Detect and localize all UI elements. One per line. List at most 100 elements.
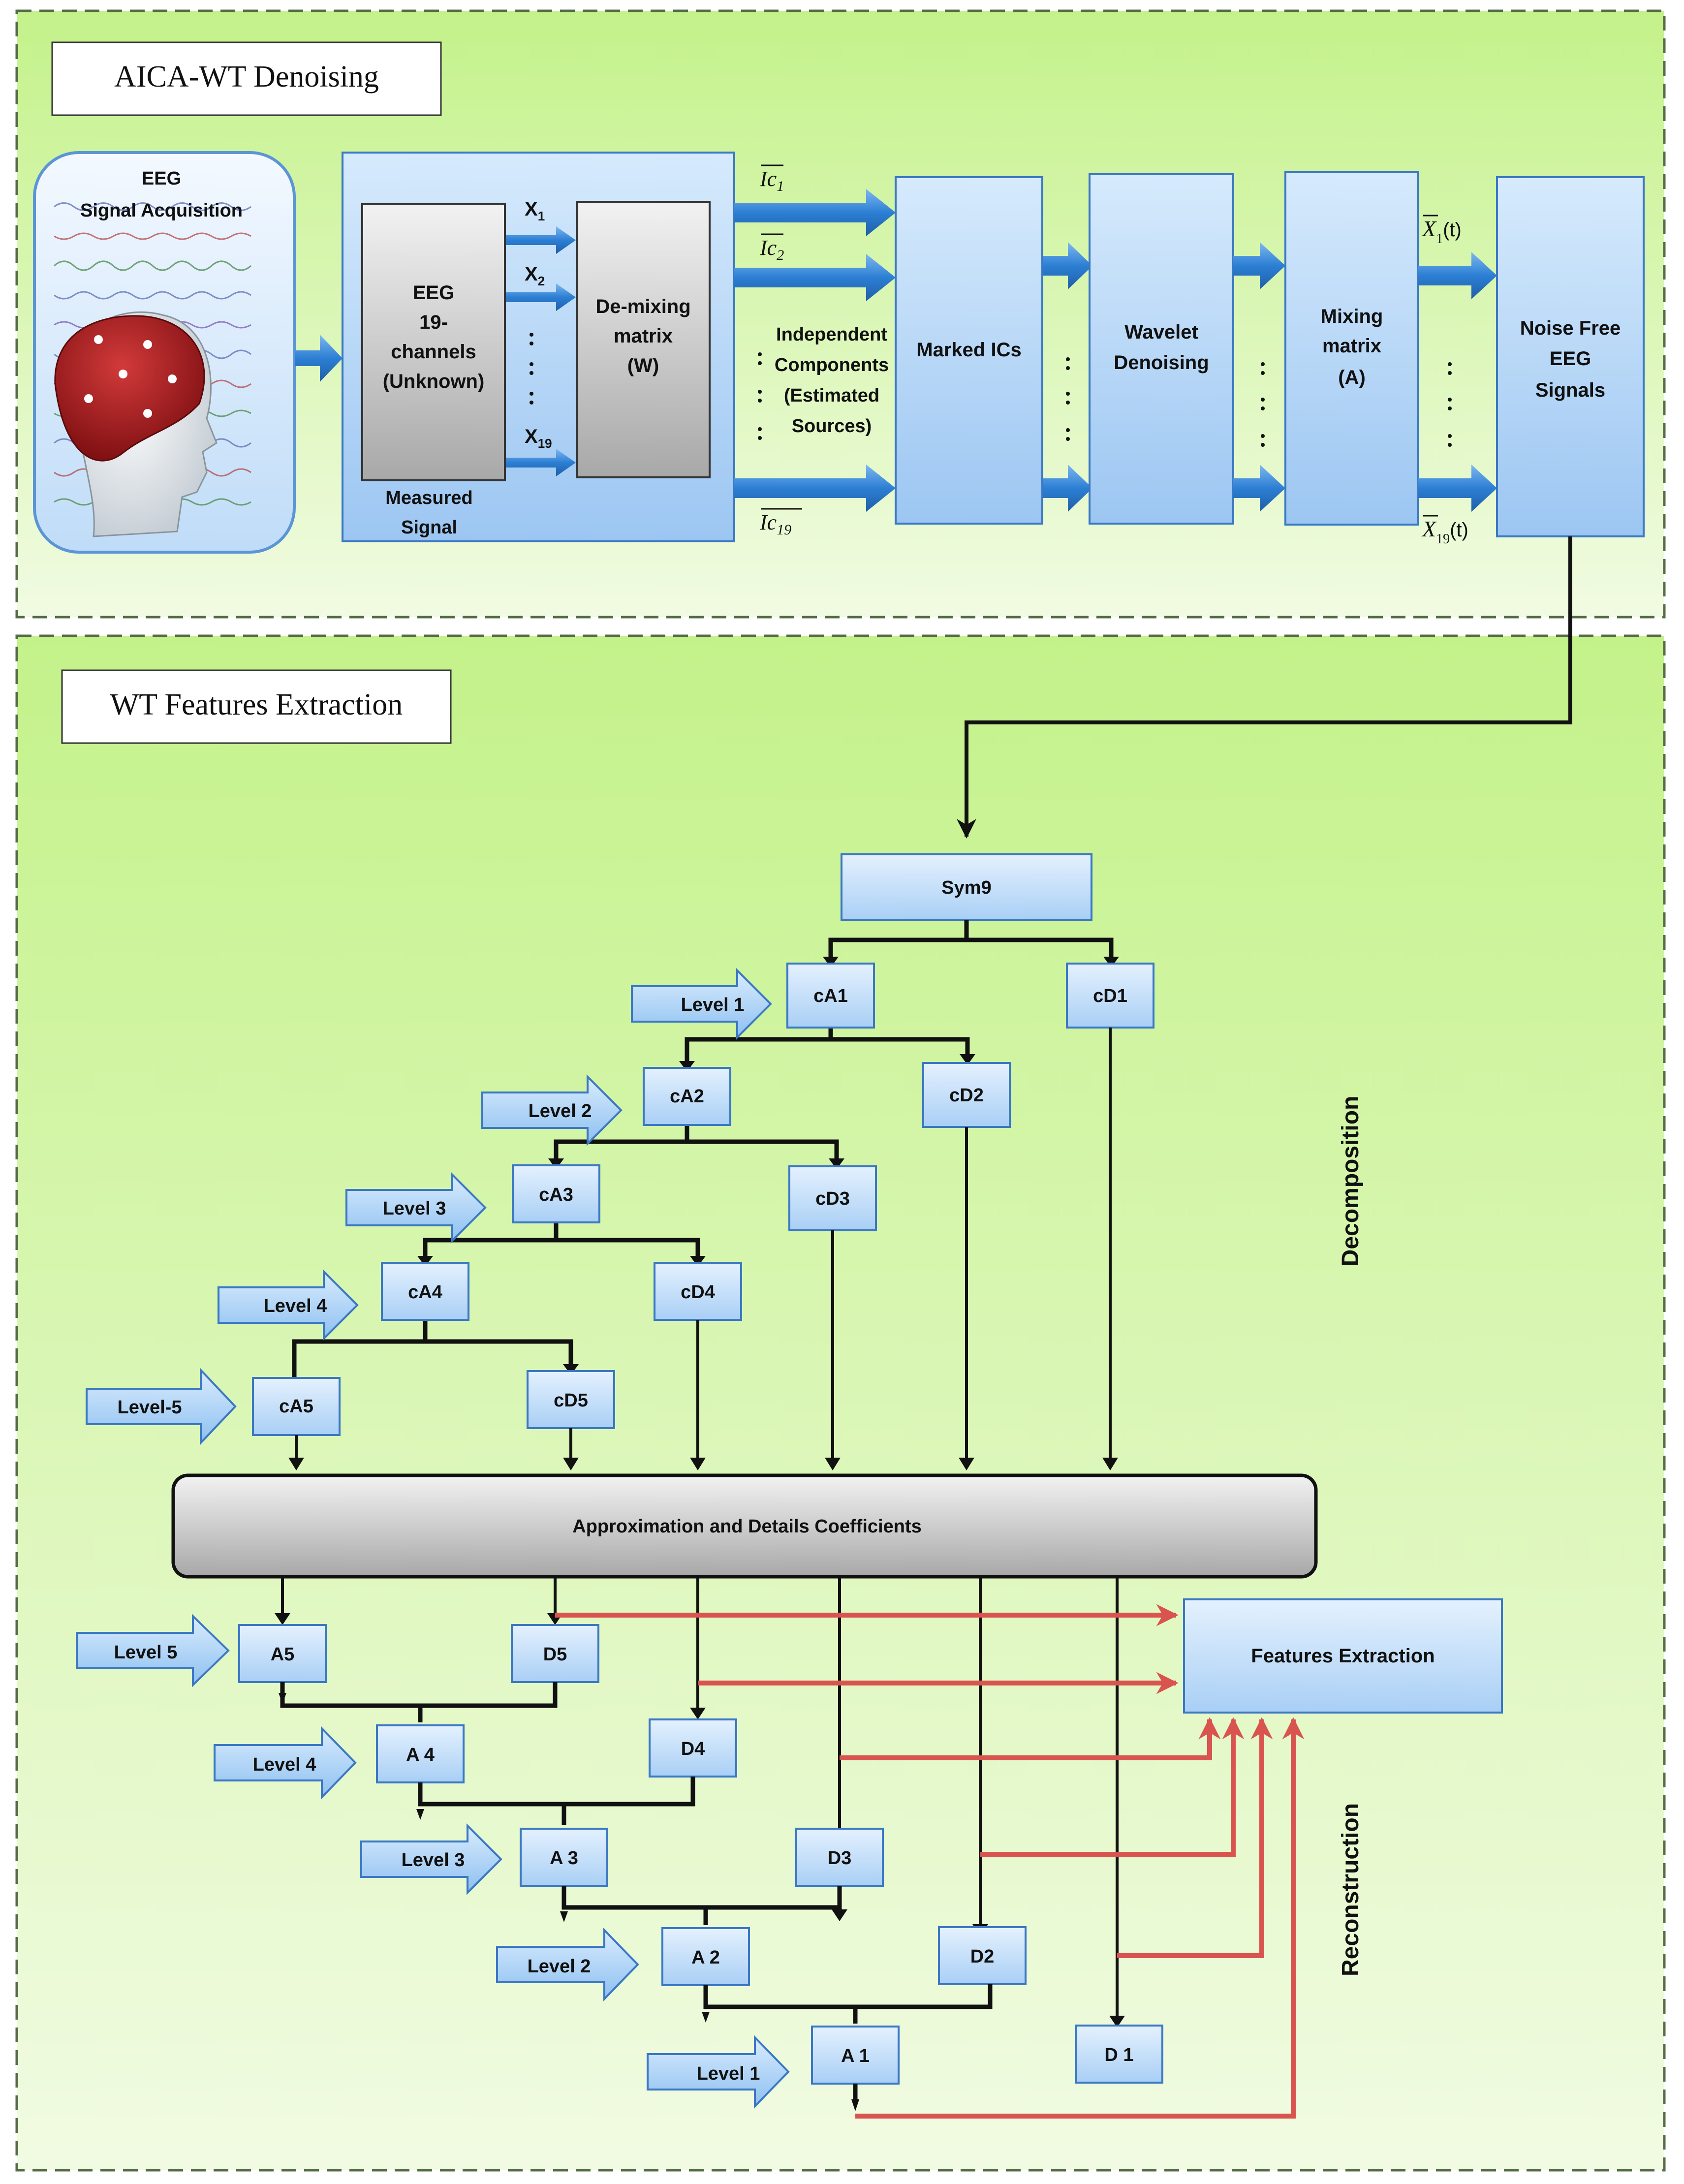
d5-box bbox=[511, 1624, 599, 1683]
output-x19-label: X19(t) bbox=[1421, 516, 1468, 547]
noise-free-line3: Signals bbox=[1535, 379, 1605, 401]
denoising-title: AICA-WT Denoising bbox=[114, 60, 379, 94]
cd2-box bbox=[922, 1062, 1011, 1128]
connector-noise-free-to-sym9 bbox=[957, 536, 1572, 839]
reconstruction-level-1-arrow: Level 1 bbox=[647, 2035, 790, 2109]
arrow-ic19 bbox=[734, 465, 896, 512]
d1-label: D 1 bbox=[1104, 2045, 1133, 2065]
features-title-box bbox=[61, 669, 452, 744]
coefficient-feed-arrowheads bbox=[288, 1458, 1118, 1470]
ellipsis-mixing bbox=[1448, 362, 1452, 447]
ellipsis-marked bbox=[1066, 357, 1070, 441]
svg-text:(Unknown): (Unknown) bbox=[383, 371, 485, 392]
a3-label: A 3 bbox=[550, 1848, 578, 1869]
arrow-acq-to-signal bbox=[295, 335, 343, 382]
independent-components-label: Independent Components (Estimated Source… bbox=[775, 324, 889, 437]
arrow-mixing-to-output-bottom bbox=[1418, 465, 1497, 512]
svg-text:matrix: matrix bbox=[614, 325, 673, 347]
ca4-box bbox=[381, 1262, 469, 1321]
svg-text:19-: 19- bbox=[419, 312, 448, 333]
svg-text:Level-5: Level-5 bbox=[118, 1397, 182, 1418]
ca2-label: cA2 bbox=[670, 1086, 704, 1107]
reconstruction-side-label: Reconstruction bbox=[1338, 1803, 1364, 1976]
ic2-label: Ic2 bbox=[759, 236, 784, 263]
noise-free-box bbox=[1496, 176, 1645, 537]
denoising-title-box bbox=[51, 41, 442, 116]
svg-text:Components: Components bbox=[775, 355, 889, 375]
ellipsis-inputs bbox=[530, 333, 533, 405]
ca2-box bbox=[643, 1067, 731, 1126]
wavelet-denoising-box bbox=[1089, 173, 1234, 525]
arrow-ic1 bbox=[734, 189, 896, 236]
svg-text:Level 2: Level 2 bbox=[529, 1101, 592, 1122]
arrow-ic2 bbox=[734, 254, 896, 301]
a3-box bbox=[520, 1828, 608, 1887]
reconstruction-level-3-arrow: Level 3 bbox=[360, 1823, 502, 1895]
a5-label: A5 bbox=[271, 1644, 295, 1665]
marked-ics-box bbox=[895, 176, 1043, 525]
svg-text:channels: channels bbox=[391, 341, 476, 363]
sym9-label: Sym9 bbox=[941, 877, 991, 898]
features-extraction-label: Features Extraction bbox=[1251, 1645, 1435, 1667]
svg-text:Level 3: Level 3 bbox=[383, 1198, 446, 1219]
cd5-label: cD5 bbox=[554, 1390, 588, 1411]
svg-text:Independent: Independent bbox=[776, 324, 887, 345]
svg-text:Level 1: Level 1 bbox=[681, 995, 745, 1015]
cd5-box bbox=[527, 1370, 615, 1429]
arrow-x2 bbox=[506, 283, 576, 311]
decomposition-level-1-arrow: Level 1 bbox=[631, 968, 772, 1040]
svg-text:Level 5: Level 5 bbox=[114, 1642, 178, 1663]
d3-label: D3 bbox=[828, 1848, 852, 1869]
coefficients-box bbox=[171, 1473, 1318, 1579]
input-x19-label: X19 bbox=[525, 426, 552, 451]
d2-box bbox=[938, 1926, 1027, 1985]
svg-text:EEG: EEG bbox=[413, 282, 454, 304]
cd1-label: cD1 bbox=[1093, 986, 1127, 1006]
decomposition-connectors bbox=[292, 920, 1114, 1378]
d1-box bbox=[1075, 2025, 1163, 2084]
features-title: WT Features Extraction bbox=[110, 688, 403, 721]
eeg-channels-box bbox=[361, 203, 506, 481]
svg-text:(Estimated: (Estimated bbox=[784, 385, 879, 406]
noise-free-line2: EEG bbox=[1550, 348, 1591, 370]
reconstruction-merge-arrowheads bbox=[279, 1693, 859, 2111]
arrow-x19 bbox=[506, 449, 576, 476]
mixing-label-line1: Mixing bbox=[1321, 306, 1383, 327]
ca4-label: cA4 bbox=[408, 1282, 442, 1303]
mixing-label-line2: matrix bbox=[1322, 335, 1381, 357]
ca3-label: cA3 bbox=[539, 1185, 573, 1205]
ca1-label: cA1 bbox=[813, 986, 848, 1006]
arrow-wavelet-to-mixing-top bbox=[1233, 242, 1285, 289]
svg-text:De-mixing: De-mixing bbox=[595, 296, 690, 317]
ellipsis-ics bbox=[758, 352, 762, 440]
sym9-box bbox=[841, 853, 1092, 921]
feature-red-lines bbox=[555, 1604, 1305, 2119]
d4-label: D4 bbox=[681, 1739, 705, 1759]
cd4-label: cD4 bbox=[681, 1282, 715, 1303]
svg-text:Level 4: Level 4 bbox=[264, 1296, 327, 1316]
reconstruction-level-2-arrow: Level 2 bbox=[496, 1928, 639, 2001]
measured-label-line1: Measured bbox=[385, 488, 472, 508]
acquisition-label-line1: EEG bbox=[142, 168, 181, 189]
svg-text:Sources): Sources) bbox=[792, 416, 872, 437]
arrow-wavelet-to-mixing-bottom bbox=[1233, 465, 1285, 512]
cd4-box bbox=[654, 1262, 742, 1321]
svg-text:Level 2: Level 2 bbox=[528, 1956, 591, 1977]
acquisition-label-line2: Signal Acquisition bbox=[80, 200, 243, 221]
a4-label: A 4 bbox=[406, 1745, 435, 1765]
ic19-label: Ic19 bbox=[759, 510, 791, 538]
arrow-marked-to-wavelet-bottom bbox=[1043, 465, 1092, 512]
head-with-eeg-cap-icon bbox=[54, 311, 218, 537]
a5-box bbox=[238, 1624, 327, 1683]
ca5-label: cA5 bbox=[279, 1396, 313, 1417]
measured-label-line2: Signal bbox=[401, 517, 457, 538]
mixing-label-line3: (A) bbox=[1338, 367, 1366, 388]
arrow-marked-to-wavelet-top bbox=[1043, 242, 1092, 289]
wavelet-label-line1: Wavelet bbox=[1124, 321, 1198, 343]
decomposition-side-label: Decomposition bbox=[1338, 1096, 1364, 1267]
d2-label: D2 bbox=[970, 1946, 995, 1967]
features-extraction-box bbox=[1183, 1598, 1503, 1714]
a1-label: A 1 bbox=[841, 2046, 870, 2066]
decomposition-level-3-arrow: Level 3 bbox=[345, 1172, 487, 1244]
decomposition-arrowheads bbox=[417, 957, 1119, 1375]
